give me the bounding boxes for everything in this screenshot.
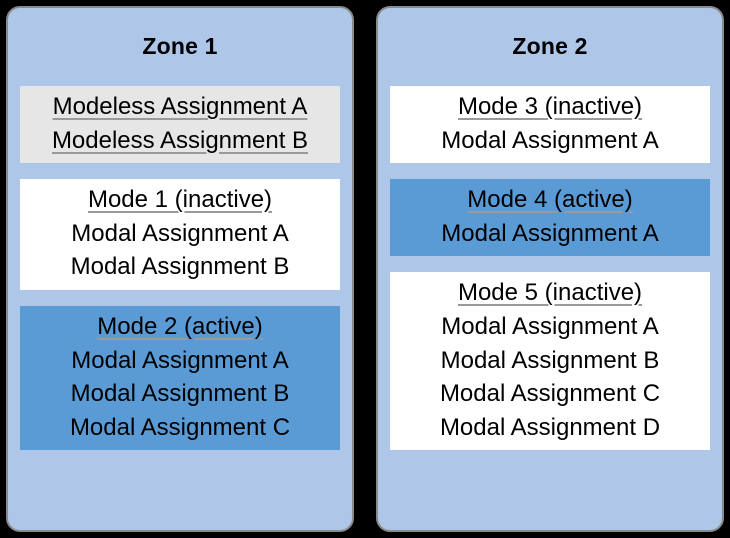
zone-panel-2[interactable]: Zone 2 Mode 3 (inactive) Modal Assignment … [376, 6, 724, 532]
modal-assignment-row[interactable]: Modal Assignment C [69, 413, 291, 441]
zone-title: Zone 2 [512, 33, 588, 59]
modeless-assignment-row[interactable]: Modeless Assignment A [52, 93, 308, 121]
mode-group-inactive[interactable]: Mode 5 (inactive) Modal Assignment A Modal… [390, 272, 710, 451]
modal-assignment-row[interactable]: Modal Assignment A [441, 126, 659, 154]
modal-assignment-row[interactable]: Modal Assignment B [440, 346, 660, 374]
modal-assignment-row[interactable]: Modal Assignment C [439, 380, 661, 408]
modal-assignment-row[interactable]: Modal Assignment A [71, 219, 289, 247]
mode-group-inactive[interactable]: Mode 3 (inactive) Modal Assignment A [390, 86, 710, 164]
modal-assignment-row[interactable]: Modal Assignment A [71, 346, 289, 374]
mode-header[interactable]: Mode 2 (active) [97, 313, 263, 341]
modal-assignment-row[interactable]: Modal Assignment B [70, 253, 290, 281]
modeless-assignment-row[interactable]: Modeless Assignment B [51, 126, 309, 154]
mode-group-active[interactable]: Mode 4 (active) Modal Assignment A [390, 179, 710, 257]
mode-header[interactable]: Mode 1 (inactive) [87, 186, 273, 214]
mode-group-inactive[interactable]: Mode 1 (inactive) Modal Assignment A Modal… [20, 179, 340, 291]
modal-assignment-row[interactable]: Modal Assignment A [441, 219, 659, 247]
zone-title: Zone 1 [142, 33, 218, 59]
mode-header[interactable]: Mode 3 (inactive) [457, 93, 643, 121]
modeless-group[interactable]: Modeless Assignment A Modeless Assignment… [20, 86, 340, 164]
mode-group-active[interactable]: Mode 2 (active) Modal Assignment A Modal A… [20, 306, 340, 451]
zone-body: Modeless Assignment A Modeless Assignment… [20, 62, 340, 451]
modal-assignment-row[interactable]: Modal Assignment A [441, 313, 659, 341]
mode-header[interactable]: Mode 4 (active) [467, 186, 633, 214]
mode-header[interactable]: Mode 5 (inactive) [457, 279, 643, 307]
modal-assignment-row[interactable]: Modal Assignment B [70, 380, 290, 408]
modal-assignment-row[interactable]: Modal Assignment D [439, 413, 661, 441]
